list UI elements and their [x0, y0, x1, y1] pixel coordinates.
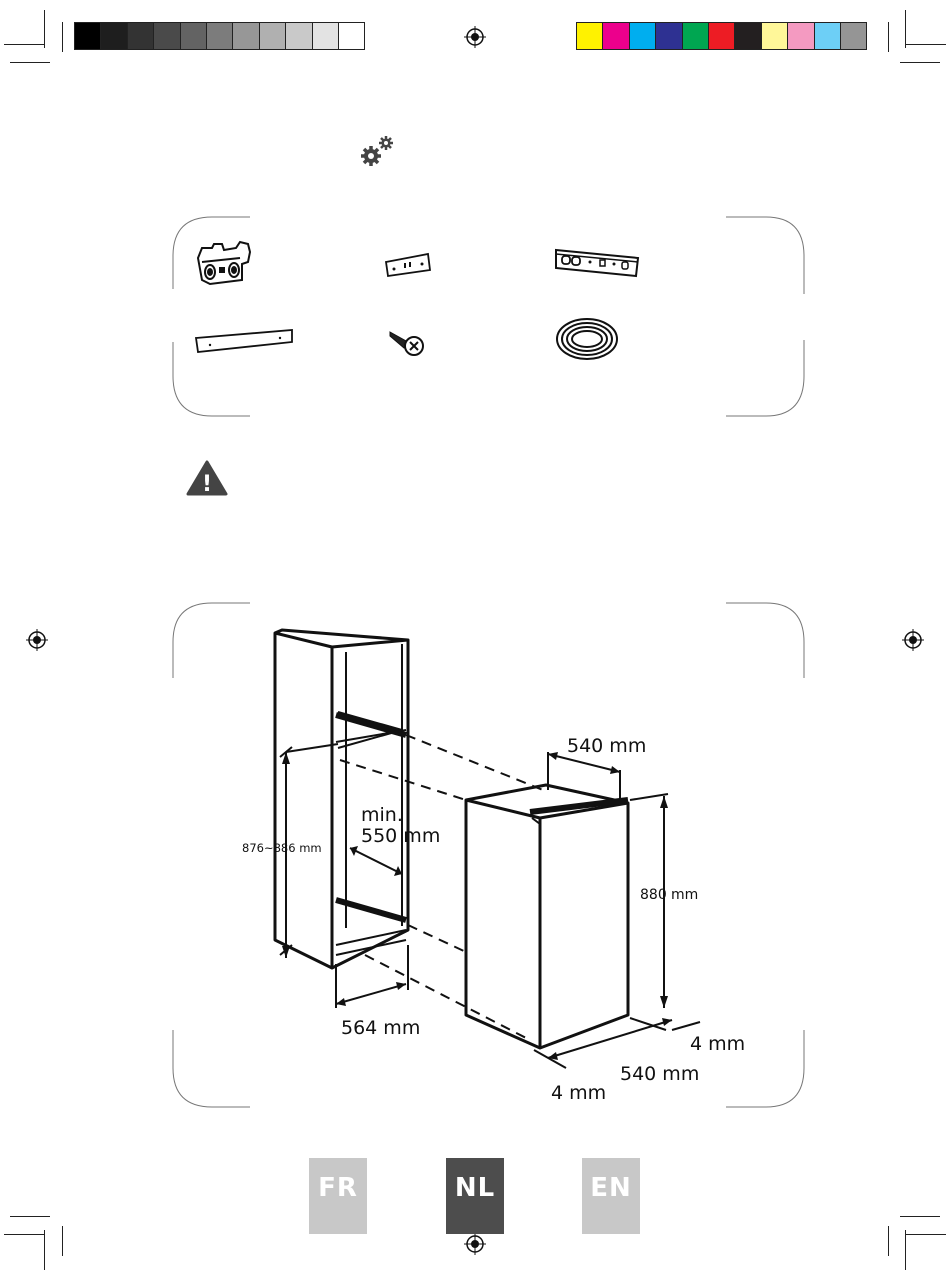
color-swatch	[128, 23, 154, 49]
color-swatch	[260, 23, 286, 49]
appliance-depth-label: 540 mm	[620, 1063, 699, 1085]
cabinet-width-label: 540 mm	[567, 735, 646, 757]
appliance-height-unit: mm	[671, 887, 698, 903]
registration-mark-icon	[464, 26, 486, 48]
color-swatch	[339, 23, 364, 49]
appliance-drawing	[466, 785, 628, 1048]
color-swatch	[101, 23, 127, 49]
bracket-part-icon	[192, 240, 256, 288]
color-swatch	[788, 23, 814, 49]
color-swatch	[683, 23, 709, 49]
grayscale-color-bar	[74, 22, 365, 50]
diagram-frame	[173, 603, 804, 1107]
niche-depth-label: 564 mm	[341, 1017, 420, 1039]
long-rail-part-icon	[552, 244, 642, 282]
color-swatch	[154, 23, 180, 49]
coiled-seal-part-icon	[554, 316, 620, 362]
appliance-height-value: 880	[640, 887, 667, 903]
flat-strip-part-icon	[194, 326, 296, 356]
niche-height-label: 876~886 mm	[242, 841, 322, 855]
gap-right-label: 4 mm	[690, 1033, 745, 1055]
accessories-frame	[170, 214, 808, 420]
color-swatch	[841, 23, 866, 49]
language-tab-nl[interactable]: NL	[446, 1158, 504, 1234]
color-swatch	[286, 23, 312, 49]
warning-exclamation: !	[202, 472, 212, 496]
color-swatch	[815, 23, 841, 49]
gap-left-label: 4 mm	[551, 1082, 606, 1104]
screw-part-icon	[388, 326, 428, 358]
color-swatch	[313, 23, 339, 49]
color-swatch	[630, 23, 656, 49]
color-swatch	[577, 23, 603, 49]
language-tab-en[interactable]: EN	[582, 1158, 640, 1234]
niche-cabinet-drawing	[275, 630, 408, 968]
color-swatch	[656, 23, 682, 49]
color-swatch	[735, 23, 761, 49]
color-swatch	[207, 23, 233, 49]
color-swatch	[181, 23, 207, 49]
color-swatch	[762, 23, 788, 49]
warning-triangle-icon: !	[186, 460, 228, 496]
color-swatch	[603, 23, 629, 49]
installation-dimensions-diagram: 540 mm 876~886 mm min. 550 mm 880 mm 564…	[0, 590, 950, 1120]
color-swatch	[75, 23, 101, 49]
gears-icon	[358, 134, 396, 170]
niche-min-label: min.	[361, 804, 403, 826]
registration-mark-icon	[464, 1233, 486, 1255]
process-color-bar	[576, 22, 867, 50]
color-swatch	[233, 23, 259, 49]
small-plate-part-icon	[384, 250, 432, 280]
color-swatch	[709, 23, 735, 49]
niche-min-value: 550 mm	[361, 825, 440, 847]
language-tab-fr[interactable]: FR	[309, 1158, 367, 1234]
